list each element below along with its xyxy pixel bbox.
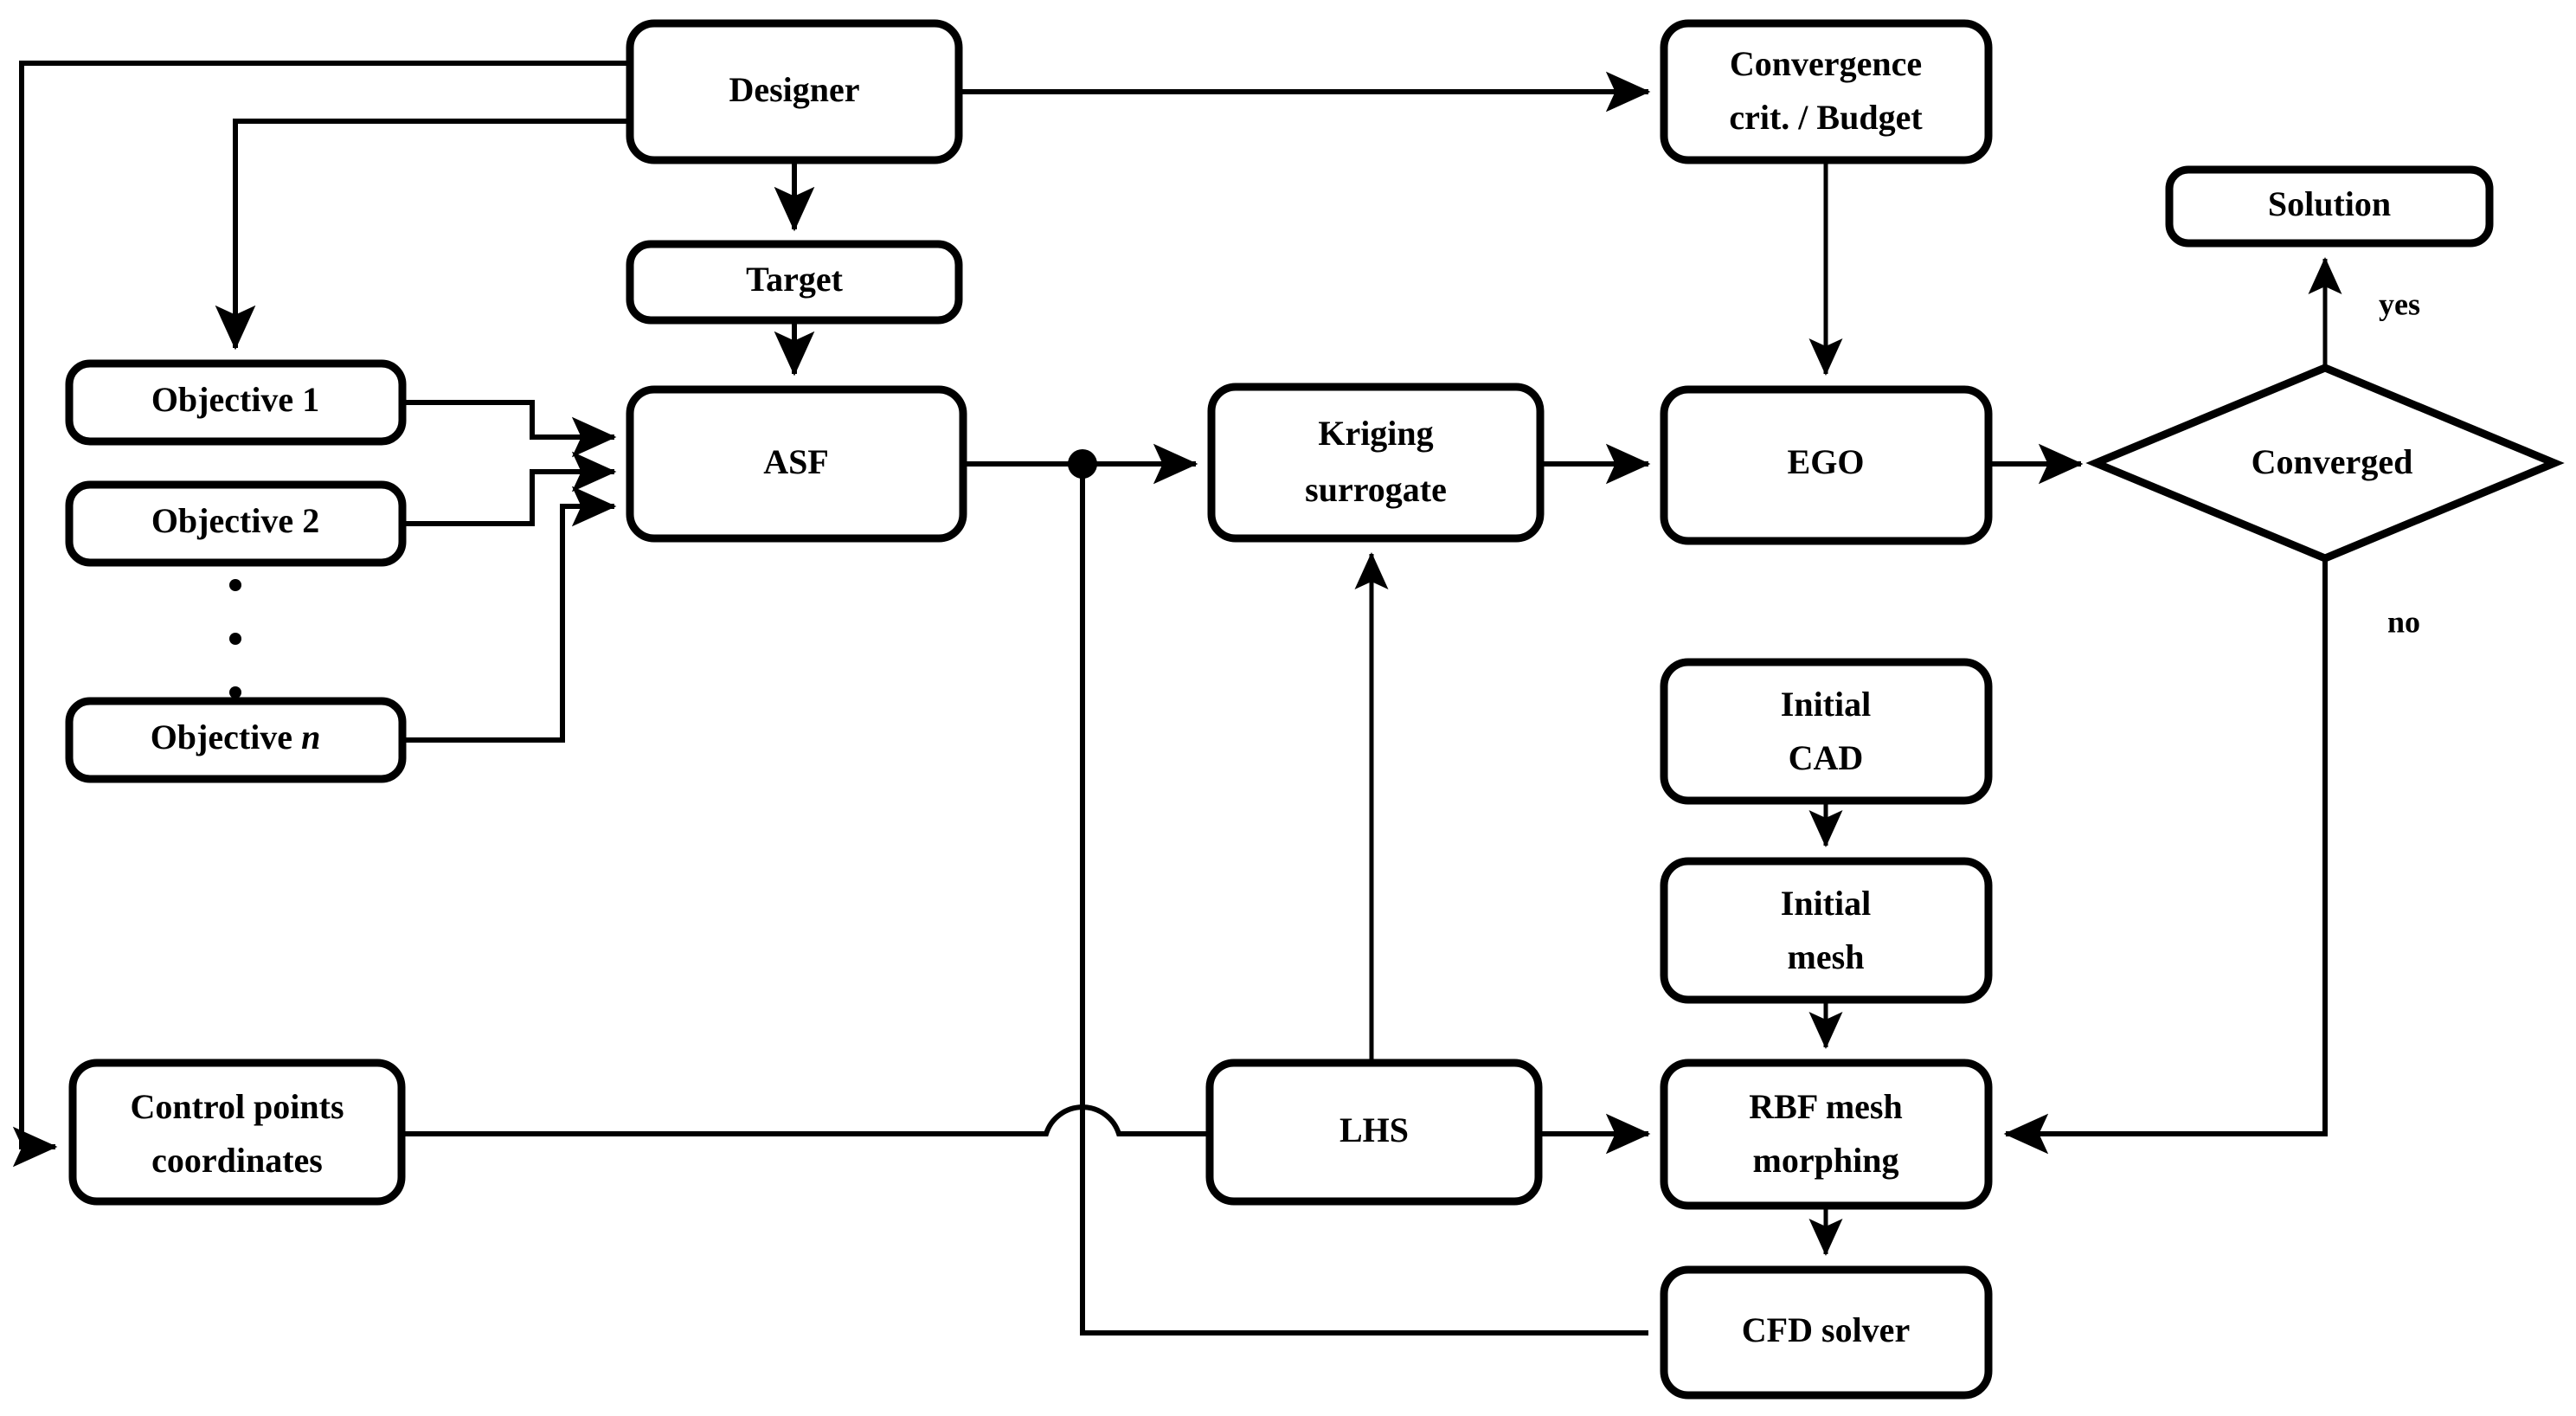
edge-cfd-to-asf-junction [1080, 464, 1648, 1336]
node-objective-2-label: Objective 2 [151, 501, 319, 540]
edge-label-yes: yes [2379, 286, 2420, 321]
node-initial-mesh[interactable]: Initial mesh [1660, 857, 1993, 1004]
node-cfd-solver-label: CFD solver [1742, 1310, 1910, 1349]
node-ego[interactable]: EGO [1660, 385, 1993, 545]
node-kriging-surrogate-label-line-2: surrogate [1305, 470, 1447, 509]
node-rbf-mesh-morphing[interactable]: RBF mesh morphing [1660, 1059, 1993, 1210]
edge-labels-layer: yes no [2379, 286, 2420, 639]
node-asf[interactable]: ASF [626, 385, 967, 543]
node-kriging-surrogate[interactable]: Kriging surrogate [1207, 383, 1545, 543]
node-control-points-label-line-1: Control points [130, 1087, 344, 1126]
node-convergence-label-line-2: crit. / Budget [1729, 98, 1923, 137]
node-objective-n-label: Objective n [151, 718, 321, 756]
node-objective-1-label: Objective 1 [151, 380, 319, 419]
node-objective-n[interactable]: Objective n [65, 697, 407, 783]
node-control-points-coordinates[interactable]: Control points coordinates [68, 1059, 406, 1206]
node-convergence-label-line-1: Convergence [1730, 44, 1922, 83]
node-initial-mesh-label-line-1: Initial [1781, 884, 1871, 923]
node-objective-2[interactable]: Objective 2 [65, 480, 407, 567]
node-lhs-label: LHS [1339, 1110, 1409, 1149]
node-converged-decision[interactable]: Converged [2085, 364, 2565, 563]
node-objective-1[interactable]: Objective 1 [65, 359, 407, 446]
edge-objective1-to-asf [402, 400, 617, 458]
node-rbf-mesh-morphing-label-line-2: morphing [1753, 1141, 1899, 1180]
node-initial-cad[interactable]: Initial CAD [1660, 658, 1993, 805]
edge-objective2-to-asf [402, 451, 617, 526]
node-lhs[interactable]: LHS [1205, 1059, 1543, 1206]
nodes-layer: Designer Target Objective 1 Objective 2 [65, 19, 2565, 1400]
edges-layer [12, 61, 2342, 1336]
node-designer[interactable]: Designer [626, 19, 963, 164]
node-control-points-label-line-2: coordinates [151, 1141, 323, 1180]
edge-converged-to-rbf [2003, 558, 2328, 1155]
node-asf-label: ASF [763, 442, 829, 481]
node-solution-label: Solution [2268, 184, 2391, 223]
edge-designer-to-objective1 [215, 119, 630, 351]
edge-controlpoints-to-lhs [401, 1104, 1210, 1136]
node-designer-label: Designer [729, 70, 859, 109]
vertical-ellipsis [229, 579, 241, 698]
node-converged-label: Converged [2252, 442, 2413, 481]
node-rbf-mesh-morphing-label-line-1: RBF mesh [1749, 1087, 1902, 1126]
node-initial-cad-label-line-2: CAD [1789, 738, 1864, 777]
node-cfd-solver[interactable]: CFD solver [1660, 1265, 1993, 1400]
node-target-label: Target [746, 260, 844, 299]
node-initial-cad-label-line-1: Initial [1781, 685, 1871, 724]
edge-designer-to-controlpoints [12, 61, 630, 1168]
edge-objectiven-to-asf [402, 486, 617, 743]
node-initial-mesh-label-line-2: mesh [1788, 937, 1865, 976]
node-solution[interactable]: Solution [2165, 165, 2494, 248]
node-kriging-surrogate-label-line-1: Kriging [1318, 414, 1433, 453]
node-ego-label: EGO [1788, 442, 1865, 481]
node-convergence-criteria-budget[interactable]: Convergence crit. / Budget [1660, 19, 1993, 164]
node-target[interactable]: Target [626, 240, 963, 325]
edge-label-no: no [2387, 604, 2420, 639]
